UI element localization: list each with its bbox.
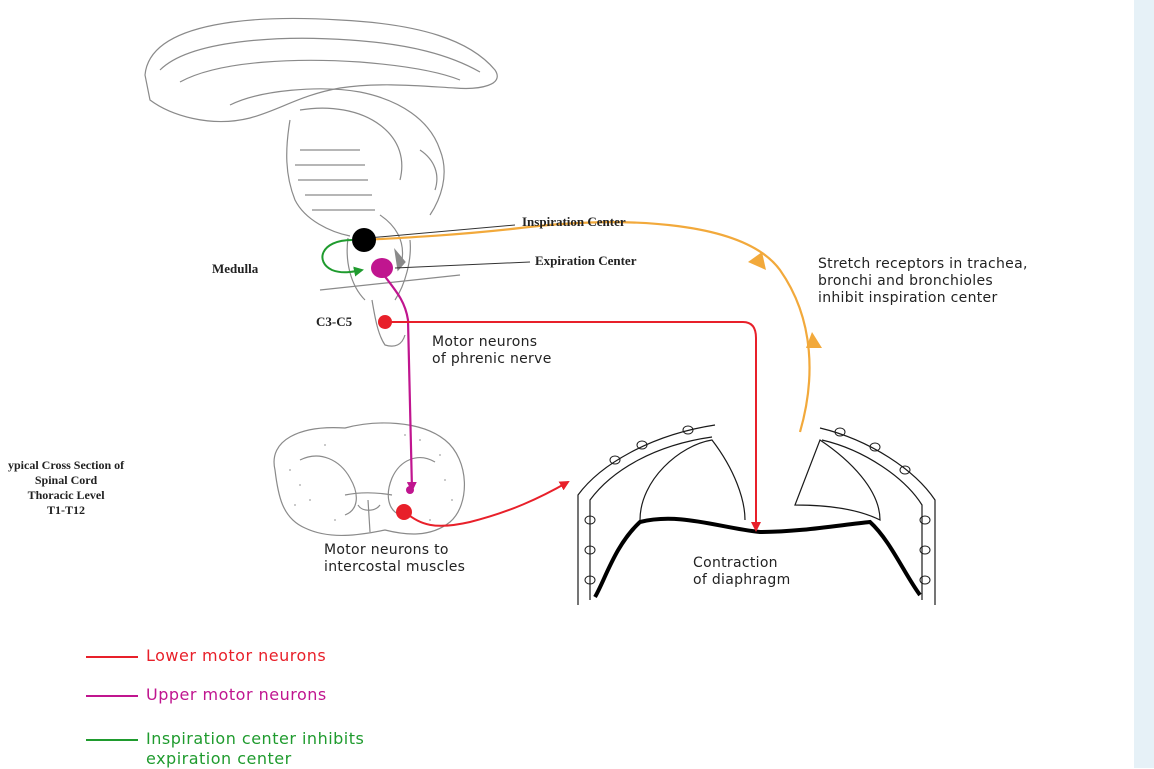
legend-text-inhibition: Inspiration center inhibits expiration c… [146, 729, 364, 769]
stretch-receptors-label: Stretch receptors in trachea, bronchi an… [818, 256, 1028, 307]
expiration-center-label: Expiration Center [535, 253, 636, 269]
medulla-label: Medulla [212, 261, 258, 277]
legend-swatch-inhibition [86, 739, 138, 741]
upper-motor-neuron-pathway [380, 270, 412, 490]
legend-item-inhibition: Inspiration center inhibits expiration c… [86, 729, 364, 769]
legend-item-upper-motor: Upper motor neurons [86, 685, 327, 705]
brain-sketch [145, 19, 497, 347]
legend-item-lower-motor: Lower motor neurons [86, 646, 326, 666]
intercostal-label: Motor neurons to intercostal muscles [324, 542, 465, 576]
c3-c5-node [378, 315, 392, 329]
c3-c5-label: C3-C5 [316, 314, 352, 330]
thoracic-node [396, 504, 412, 520]
expiration-leader-line [395, 262, 530, 268]
legend-text-lower-motor: Lower motor neurons [146, 646, 326, 666]
diaphragm-label: Contraction of diaphragm [693, 555, 791, 589]
intercostal-pathway [405, 482, 568, 526]
legend-swatch-lower-motor [86, 656, 138, 658]
inspiration-center-label: Inspiration Center [522, 214, 626, 230]
thoracic-synapse-node [406, 486, 414, 494]
cross-section-label: ypical Cross Section of Spinal Cord Thor… [8, 458, 124, 518]
expiration-center-node [371, 258, 393, 278]
phrenic-nerve-label: Motor neurons of phrenic nerve [432, 334, 552, 368]
inspiration-center-node [352, 228, 376, 252]
legend-swatch-upper-motor [86, 695, 138, 697]
legend-text-upper-motor: Upper motor neurons [146, 685, 327, 705]
spinal-cord-texture [289, 434, 453, 521]
spinal-cord-cross-section-sketch [274, 423, 464, 535]
